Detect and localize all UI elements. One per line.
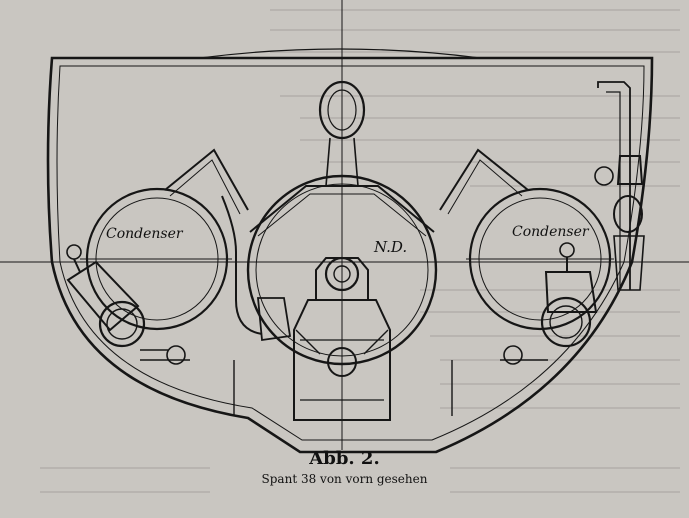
- figure-caption-subtitle: Spant 38 von vorn gesehen: [261, 472, 428, 486]
- nd-cylinder: [246, 80, 438, 421]
- left-small-fitting: [257, 297, 292, 342]
- right-condenser: [439, 148, 614, 365]
- label-condenser-right: Condenser: [512, 224, 590, 240]
- figure-caption-title: Abb. 2.: [309, 448, 380, 469]
- left-condenser: [66, 148, 249, 365]
- bleed-through-texture: [40, 9, 680, 493]
- deck-curve: [199, 48, 481, 59]
- label-condenser-left: Condenser: [106, 226, 184, 242]
- label-nd: N.D.: [373, 238, 407, 256]
- left-transfer-pipe: [221, 195, 263, 335]
- right-side-pump: [594, 81, 645, 291]
- hull-outline: [46, 56, 654, 454]
